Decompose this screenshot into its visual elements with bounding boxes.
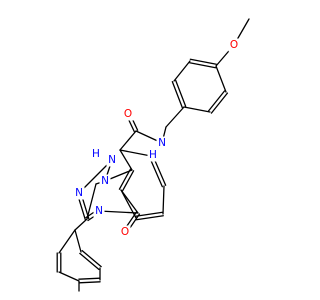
atom-o-amide: O — [122, 107, 134, 121]
atom-label-text: H — [92, 148, 100, 160]
single-bond — [120, 189, 137, 219]
single-bond — [58, 229, 76, 254]
single-bond — [86, 183, 97, 220]
atom-label-background — [147, 148, 159, 162]
atom-o-keto: O — [119, 225, 131, 239]
single-bond — [173, 60, 191, 82]
double-bond — [121, 170, 135, 192]
double-bond — [207, 90, 226, 112]
single-bond — [183, 106, 211, 113]
double-bond — [189, 62, 217, 69]
atom-h-amide: H — [147, 148, 159, 162]
single-bond — [119, 130, 137, 151]
atom-label-text: N — [158, 137, 166, 149]
atom-label-background — [156, 136, 168, 150]
atom-label-background — [228, 38, 240, 52]
double-bond — [189, 58, 217, 65]
atom-n-bridge: N — [99, 174, 111, 188]
double-bond — [135, 211, 164, 217]
double-bond — [171, 80, 183, 109]
atom-label-background — [93, 204, 105, 218]
double-bond — [81, 249, 102, 268]
double-bond — [210, 92, 229, 114]
atom-o-methoxy: O — [228, 38, 240, 52]
atom-label-background — [99, 174, 111, 188]
single-bond — [74, 229, 82, 253]
double-bond — [175, 79, 187, 108]
double-bond — [135, 215, 164, 221]
double-bond — [79, 252, 100, 271]
double-bond — [118, 168, 132, 190]
atom-label-background — [119, 225, 131, 239]
single-bond — [215, 65, 227, 93]
single-bond — [58, 271, 80, 282]
atom-label-text: N — [95, 205, 103, 217]
atom-h-ring: H — [90, 147, 102, 161]
double-bond — [78, 281, 101, 284]
atom-label-text: N — [108, 154, 116, 166]
single-bond — [162, 185, 165, 215]
atom-n-ring: N — [93, 204, 105, 218]
atom-label-text: O — [124, 108, 132, 120]
single-bond — [119, 149, 152, 157]
single-bond — [98, 210, 139, 214]
single-bond — [120, 189, 139, 214]
atom-label-text: N — [75, 187, 83, 199]
atom-n-amide: N — [156, 136, 168, 150]
atom-label-background — [106, 153, 118, 167]
double-bond — [148, 156, 163, 188]
single-bond — [119, 149, 133, 171]
double-bond — [78, 277, 101, 280]
atom-n-triazole: N — [73, 186, 85, 200]
atom-label-background — [122, 107, 134, 121]
atom-label-text: N — [101, 175, 109, 187]
atom-label-text: H — [149, 149, 157, 161]
single-bond — [165, 106, 185, 128]
atom-label-text: O — [230, 39, 238, 51]
atom-n-ring-h: N — [106, 153, 118, 167]
atom-label-background — [90, 147, 102, 161]
single-bond — [74, 218, 88, 231]
atom-label-background — [73, 186, 85, 200]
atom-label-text: O — [121, 226, 129, 238]
